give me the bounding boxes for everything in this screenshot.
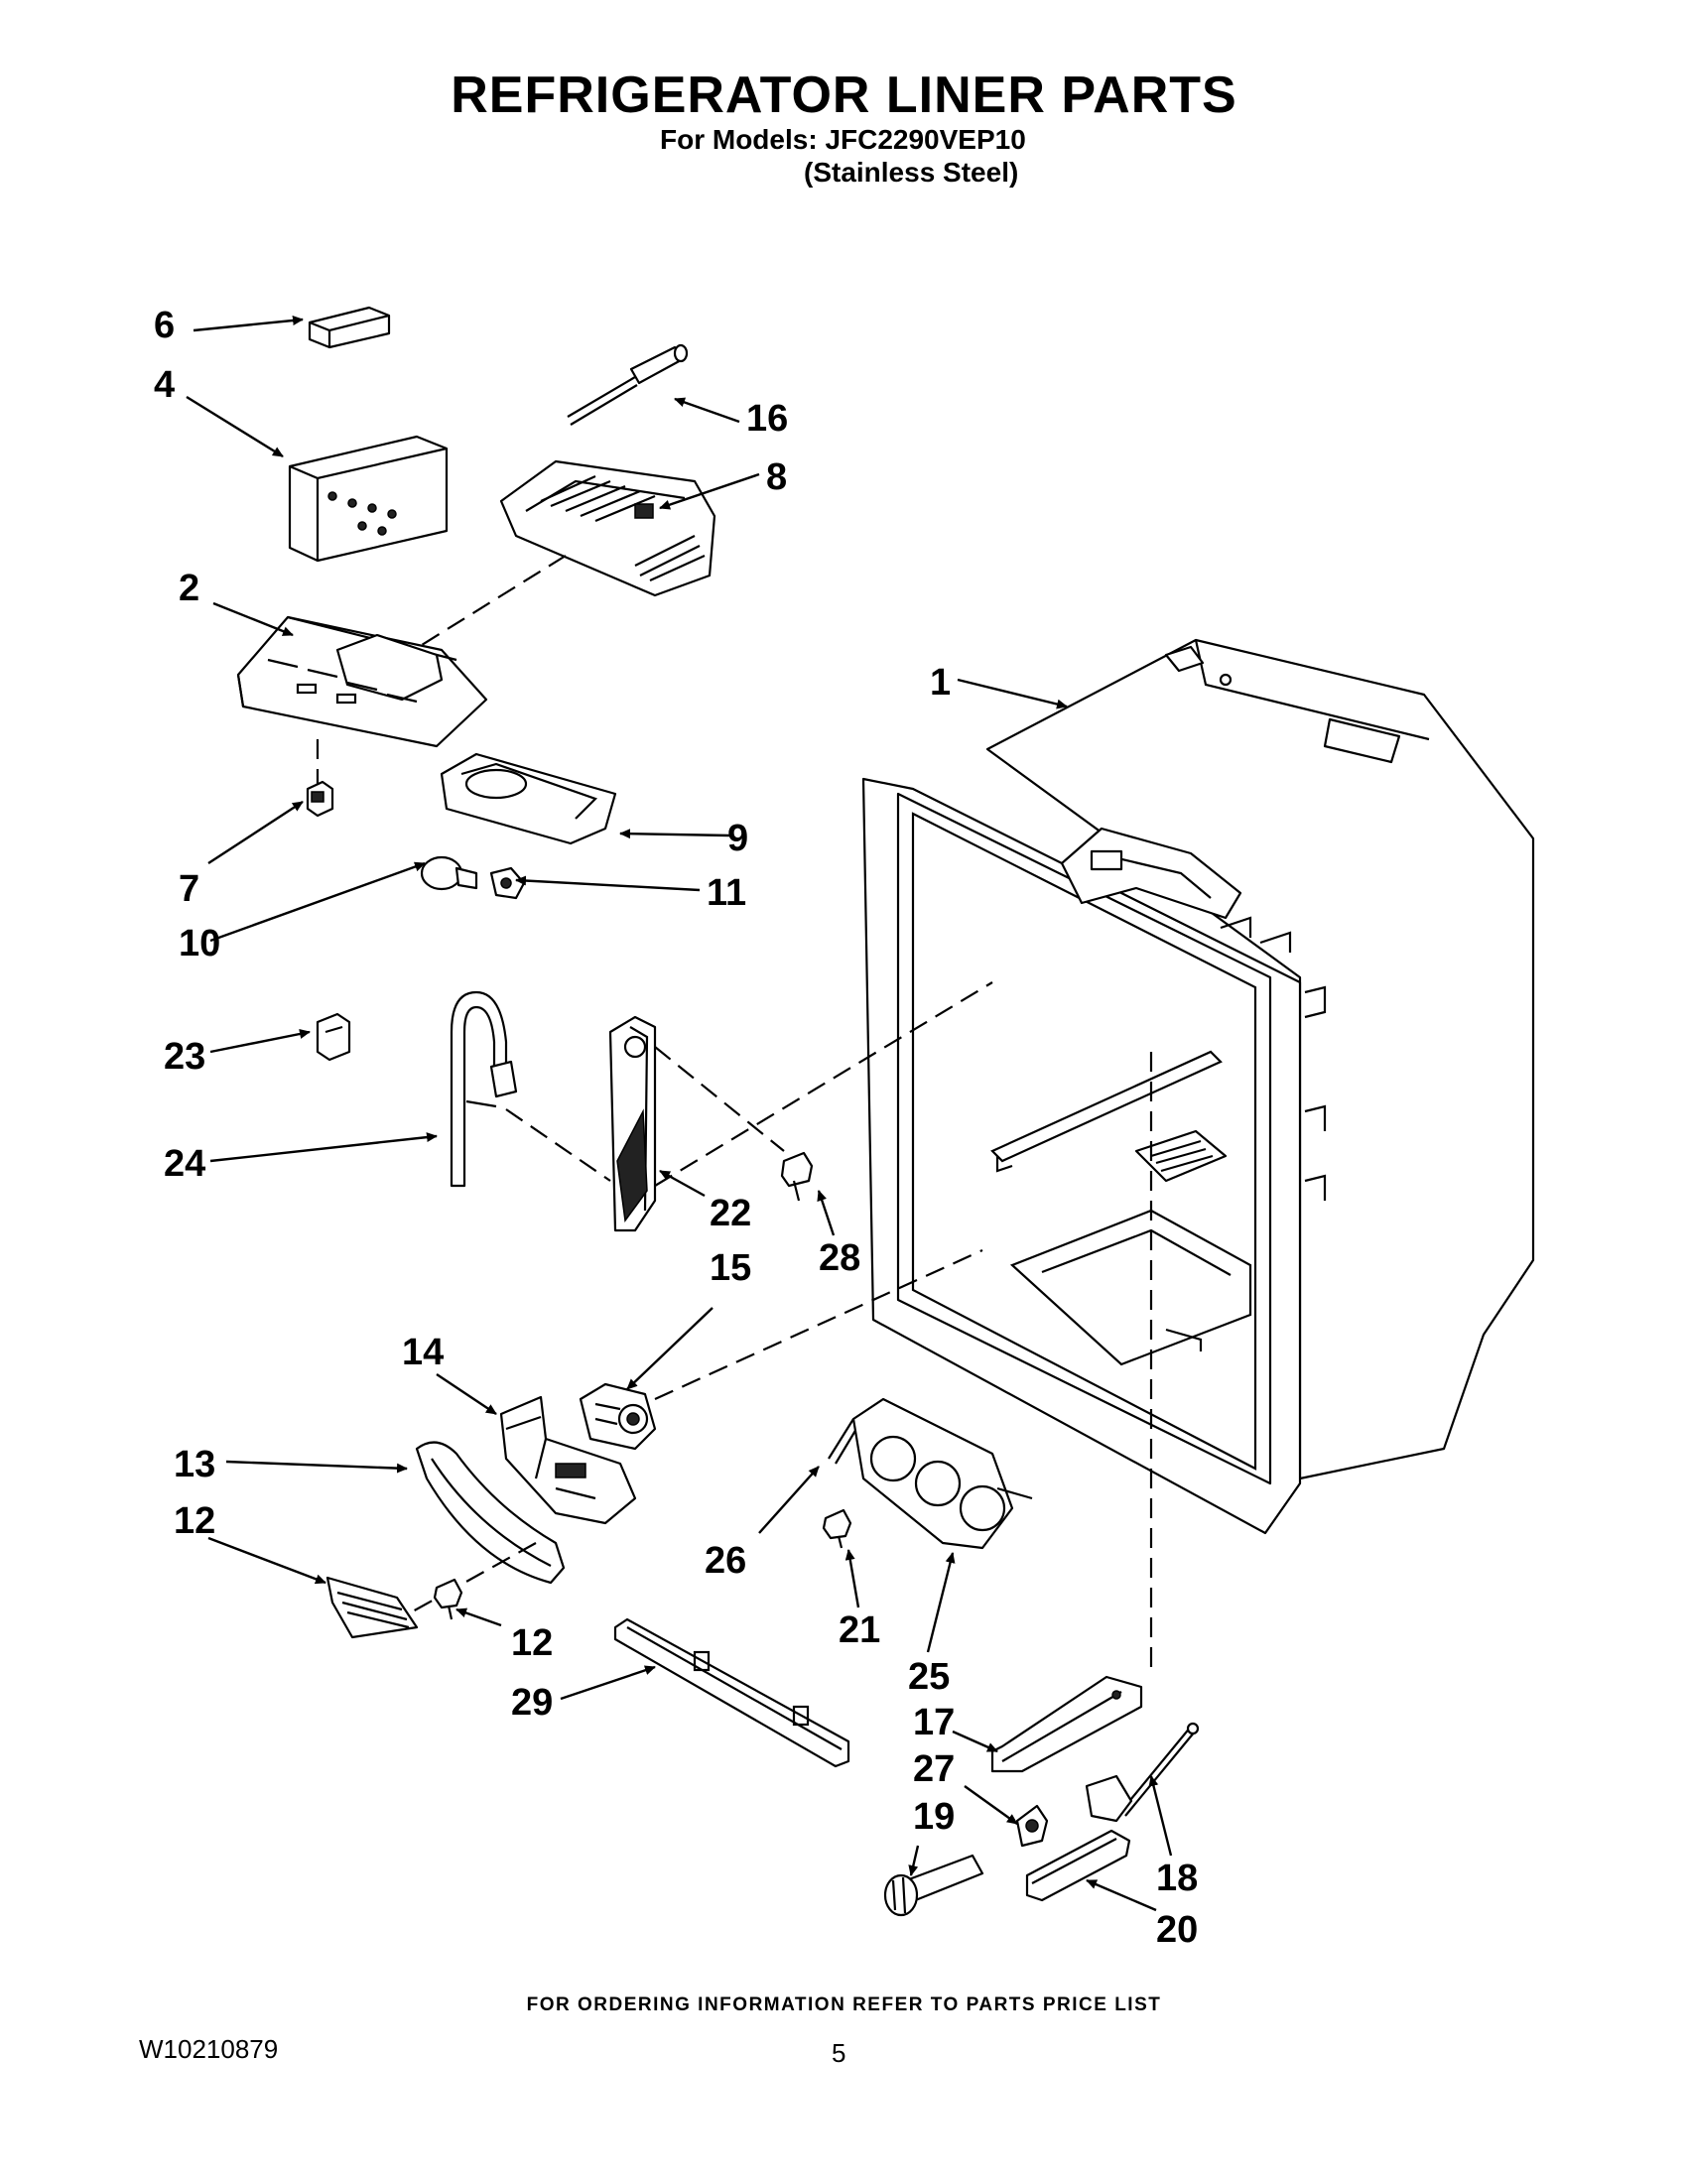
part-23-damper: [316, 1012, 351, 1062]
part-15-water-valve: [579, 1382, 657, 1451]
callout-27: 27: [913, 1748, 955, 1790]
part-20-cover: [1025, 1829, 1131, 1902]
leader-lines: [186, 316, 1173, 1912]
assembly-line-22-liner: [654, 981, 993, 1187]
part-18-rod: [1120, 1722, 1200, 1817]
part-7-control-housing: [499, 459, 716, 597]
part-2-light-housing: [236, 615, 488, 748]
callout-14: 14: [402, 1332, 444, 1373]
callout-18: 18: [1156, 1858, 1198, 1899]
part-9-bulb: [420, 855, 478, 891]
callout-19: 19: [913, 1796, 955, 1838]
page-number: 5: [832, 2038, 846, 2068]
part-5-clip: [308, 306, 391, 349]
part-24-water-tube: [450, 990, 518, 1188]
ordering-info: FOR ORDERING INFORMATION REFER TO PARTS …: [526, 1994, 1162, 2015]
callout-9: 10: [179, 923, 220, 964]
part-26-heater: [828, 1397, 1033, 1550]
callout-15: 15: [710, 1247, 751, 1289]
assembly-line-22-28: [654, 1046, 785, 1152]
part-4-control-bracket: [288, 435, 449, 563]
part-11-grille: [325, 1576, 419, 1639]
callout-11: 12: [174, 1500, 215, 1542]
part-6-switch: [306, 780, 334, 818]
finish-line: (Stainless Steel): [804, 157, 1019, 188]
part-16-thermistor: [567, 343, 689, 426]
callout-1: 1: [930, 662, 951, 704]
part-8-light-lens: [440, 752, 617, 845]
callout-21: 21: [839, 1609, 880, 1651]
callout-7: 8: [766, 456, 787, 498]
callout-13: 13: [174, 1444, 215, 1485]
page-title: REFRIGERATOR LINER PARTS: [451, 66, 1237, 124]
part-12-screw: [433, 1578, 463, 1620]
callout-12-label: 12: [511, 1622, 553, 1664]
callout-28: 28: [819, 1237, 860, 1279]
callout-4: 4: [154, 364, 175, 406]
callout-8: 9: [727, 818, 748, 859]
callout-23: 23: [164, 1036, 205, 1078]
assembly-line-7-2: [421, 555, 567, 646]
part-19-filter: [883, 1854, 984, 1917]
part-14-chute: [499, 1395, 637, 1525]
callout-29: 29: [511, 1682, 553, 1724]
part-17-bracket: [990, 1675, 1143, 1773]
part-1-liner-cabinet: [861, 638, 1535, 1535]
assembly-line-13-11: [401, 1542, 537, 1618]
callout-26: 26: [705, 1540, 746, 1582]
callout-10: 11: [707, 872, 746, 914]
callout-20: 20: [1156, 1909, 1198, 1951]
callout-16: 16: [746, 398, 788, 440]
part-10-socket: [489, 866, 526, 900]
part-21-screw: [822, 1508, 852, 1549]
callout-6: 7: [179, 868, 199, 910]
callout-numbers: 6 4 2 7 10 16 8 9 11 1 23 24 22 28 15 14…: [154, 305, 1198, 1951]
document-number: W10210879: [139, 2034, 279, 2064]
models-line: For Models: JFC2290VEP10: [660, 124, 1026, 155]
part-22-control-box: [608, 1015, 657, 1232]
assembly-line-15-liner: [654, 1248, 983, 1401]
callout-5: 6: [154, 305, 175, 346]
part-28-screw: [780, 1151, 814, 1202]
callout-25: 25: [908, 1656, 950, 1698]
assembly-line-24-22: [505, 1108, 611, 1182]
part-27-coupler: [1015, 1774, 1133, 1848]
callout-2: 2: [179, 568, 199, 609]
callout-17: 17: [913, 1702, 955, 1743]
callout-24: 24: [164, 1143, 205, 1185]
callout-22: 22: [710, 1193, 751, 1234]
part-29-trim-strip: [613, 1617, 850, 1768]
